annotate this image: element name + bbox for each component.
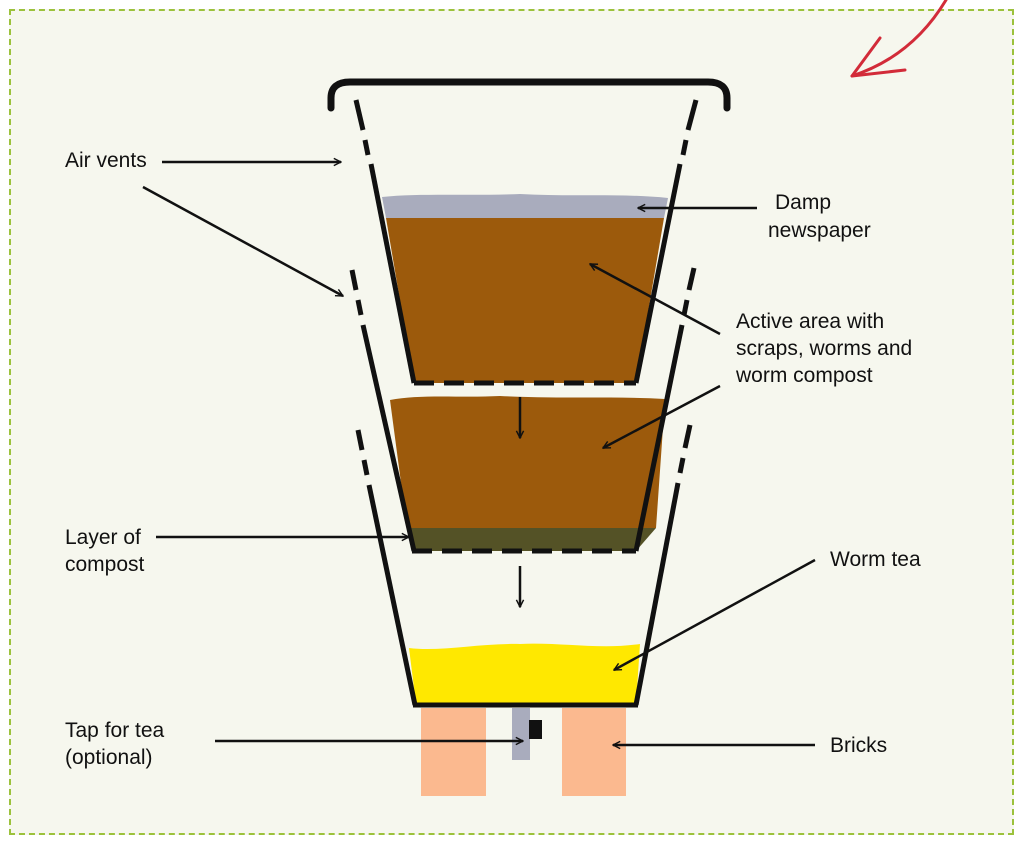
- brick-left: [421, 708, 486, 796]
- bin-lid: [327, 78, 731, 112]
- label-air-vents: Air vents: [65, 149, 147, 172]
- label-active-area-line2: scraps, worms and: [736, 337, 913, 360]
- pointer-active-1: [590, 262, 721, 336]
- brick-right: [562, 708, 626, 796]
- label-layer-of-compost-line1: Layer of: [65, 526, 141, 549]
- label-layer-of-compost-line2: compost: [65, 553, 145, 576]
- label-active-area-line3: worm compost: [736, 364, 873, 387]
- label-damp-newspaper-line1: Damp: [775, 191, 832, 214]
- tap-valve: [529, 720, 542, 739]
- label-bricks: Bricks: [830, 734, 888, 757]
- compost-layer: [407, 528, 656, 551]
- active-soil-top: [386, 218, 664, 383]
- pointer-active-2: [603, 384, 721, 450]
- tap-pipe: [512, 708, 530, 760]
- active-soil-middle: [390, 396, 665, 528]
- label-tap-line2: (optional): [65, 746, 153, 769]
- bin-walls: [349, 99, 699, 706]
- worm-tea-liquid: [409, 643, 640, 704]
- label-tap-line1: Tap for tea: [65, 719, 165, 742]
- label-active-area-line1: Active area with: [736, 310, 885, 333]
- label-damp-newspaper-line2: newspaper: [768, 219, 871, 242]
- pointer-worm-tea: [614, 558, 816, 672]
- newspaper-layer: [382, 194, 668, 218]
- corner-arrow-icon: [850, 0, 948, 78]
- pointer-air-vents-2: [142, 185, 343, 298]
- label-worm-tea: Worm tea: [830, 548, 921, 571]
